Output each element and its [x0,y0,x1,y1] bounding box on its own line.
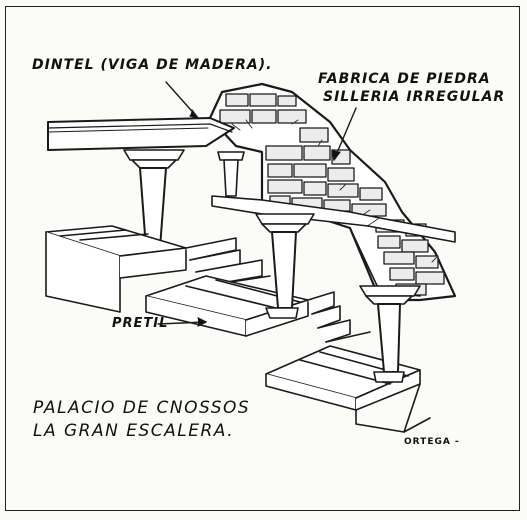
pretil-arrowhead [197,317,207,327]
title-line-1: PALACIO DE CNOSSOS [33,398,251,418]
column-2 [255,213,315,319]
stair-flight-2 [307,291,371,343]
bottom-steps [355,383,431,433]
fabrica-label-line-1: FABRICA DE PIEDRA [318,71,491,87]
fabrica-arrowhead [331,149,341,161]
column-1 [123,149,185,257]
title-line-2: LA GRAN ESCALERA. [33,421,235,441]
dintel-label: DINTEL (VIGA DE MADERA). [32,57,273,73]
fabrica-label-line-2: SILLERIA IRREGULAR [323,89,506,105]
stone-wall [208,82,457,302]
dintel-arrowhead [189,109,199,119]
border-frame [5,6,520,511]
column-back [217,151,245,197]
fabrica-leader-line [333,107,357,161]
column-3 [359,285,421,383]
lower-landing [265,345,421,411]
leader-arrows [157,81,357,327]
balustrade-platform [45,225,187,313]
artist-signature: ORTEGA - [404,437,460,447]
lintel-beam [47,117,235,151]
pretil-label: PRETIL [112,316,169,331]
